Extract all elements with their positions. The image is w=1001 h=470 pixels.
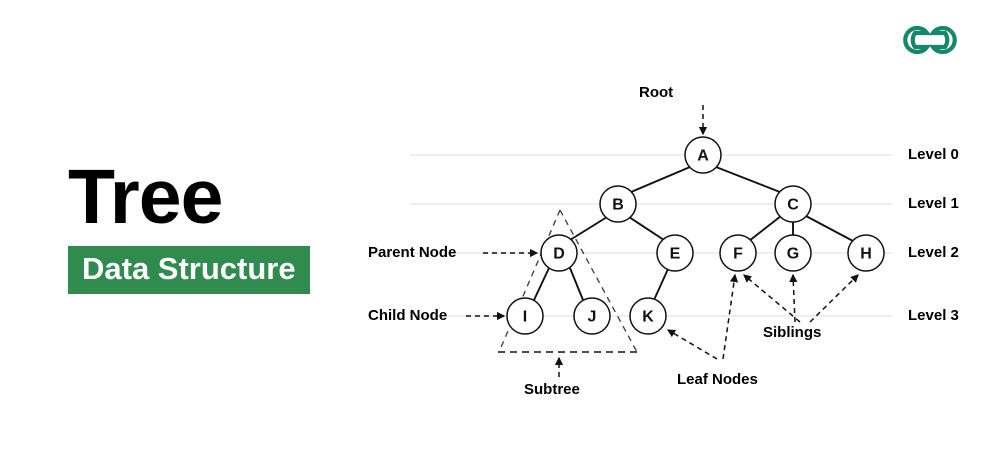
annotation-siblings: Siblings [763,324,822,341]
edge-A-C [715,166,781,193]
node-label-F: F [733,246,743,263]
annotation-root: Root [639,84,674,101]
edge-C-H [805,215,854,242]
edge-E-K [653,268,669,301]
node-F[interactable]: F [719,234,757,272]
annotation-child-node: Child Node [368,307,448,324]
node-K[interactable]: K [629,297,667,335]
leaf-nodes-arrow-to-F [722,273,739,360]
subtree-triangle-right-edge [559,209,638,353]
siblings-arrow-to-H [809,274,859,323]
level-label-3: Level 3 [908,307,959,324]
level-label-2: Level 2 [908,244,959,261]
annotation-parent-node: Parent Node [368,244,457,261]
page-title: Tree [68,154,223,240]
subtree-triangle [498,209,638,353]
annotation-leaf-nodes: Leaf Nodes [677,371,758,388]
tree-nodes: A B C D E F G [506,136,885,335]
node-label-E: E [670,246,681,263]
node-label-B: B [612,197,624,214]
edge-A-B [630,166,691,193]
node-label-G: G [787,246,799,263]
edge-C-F [748,215,782,242]
edge-B-E [628,216,665,241]
edge-B-D [569,216,608,241]
geeksforgeeks-logo [893,20,967,60]
node-label-K: K [642,309,654,326]
annotation-subtree: Subtree [524,381,580,398]
node-H[interactable]: H [847,234,885,272]
node-label-J: J [588,309,597,326]
page-subtitle: Data Structure [68,246,310,294]
node-D[interactable]: D [540,234,578,272]
edge-D-I [533,267,550,301]
node-C[interactable]: C [774,185,812,223]
node-label-H: H [860,246,872,263]
node-B[interactable]: B [599,185,637,223]
node-label-C: C [787,197,799,214]
siblings-arrow-to-F [743,274,801,323]
siblings-arrow-to-G [789,273,798,323]
leaf-nodes-arrow-to-K [666,329,718,360]
node-A[interactable]: A [684,136,722,174]
node-label-I: I [523,309,527,326]
level-label-0: Level 0 [908,146,959,163]
node-G[interactable]: G [774,234,812,272]
node-I[interactable]: I [506,297,544,335]
level-label-1: Level 1 [908,195,959,212]
level-gridlines [410,154,892,317]
node-label-A: A [697,148,709,165]
edge-D-J [569,267,584,301]
node-E[interactable]: E [656,234,694,272]
node-label-D: D [553,246,565,263]
title-block: Tree Data Structure [68,158,368,294]
subtree-triangle-left-edge [498,209,561,353]
annotation-arrows [466,105,859,377]
tree-edges [533,166,854,301]
node-J[interactable]: J [573,297,611,335]
